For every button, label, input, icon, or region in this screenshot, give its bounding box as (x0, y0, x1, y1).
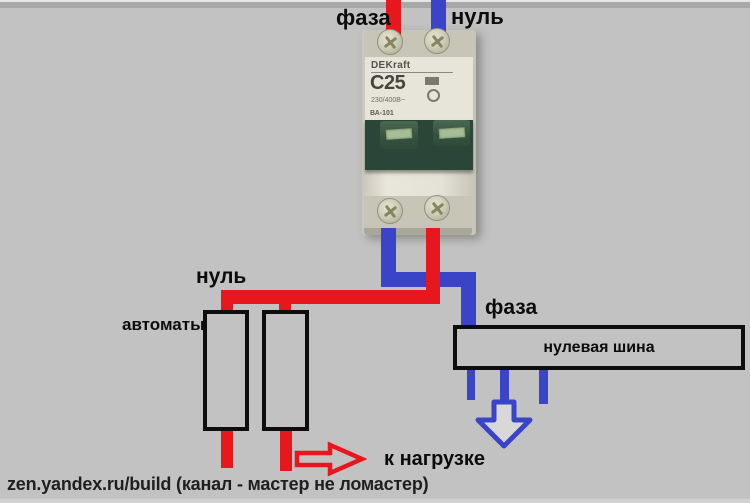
red-stub-to-box1 (221, 302, 233, 312)
breaker-rating: C25 (370, 72, 406, 94)
bus-output-wire-2 (500, 368, 509, 401)
terminal-screw-bottom-left (377, 198, 403, 224)
terminal-screw-bottom-right (424, 195, 450, 221)
breaker-bottom-edge (364, 228, 472, 235)
bus-output-wire-1 (467, 368, 475, 400)
label-to-load: к нагрузке (384, 448, 485, 470)
red-wire-vertical-from-breaker (426, 228, 440, 304)
label-phase-mid: фаза (485, 296, 538, 319)
toggle-handle-left (380, 121, 418, 149)
label-neutral-mid: нуль (196, 265, 247, 288)
red-stub-below-box1 (221, 430, 233, 468)
label-neutral-top: нуль (451, 4, 504, 29)
breaker-label-area: DEKraft C25 230/400В~ ВА-101 (365, 57, 473, 121)
right-arrow-icon (294, 441, 367, 477)
blue-wire-vertical-to-bus (461, 272, 476, 328)
top-edge-shade (0, 2, 750, 8)
red-stub-to-box2 (279, 302, 291, 312)
watermark-text: zen.yandex.ru/build (канал - мастер не л… (7, 474, 429, 494)
breaker-model: ВА-101 (370, 110, 394, 117)
circuit-breaker-photo: DEKraft C25 230/400В~ ВА-101 (362, 30, 476, 235)
bus-output-wire-3 (539, 368, 548, 404)
red-wire-horizontal (221, 290, 440, 304)
toggle-label-right (438, 127, 466, 139)
breaker-box-2 (262, 310, 309, 431)
toggle-label-left (385, 128, 413, 140)
terminal-screw-top-right (424, 28, 450, 54)
red-stub-below-box2 (280, 430, 292, 471)
neutral-bus-box: нулевая шина (453, 325, 745, 370)
down-arrow-icon (475, 399, 533, 449)
brand-logo-mark (425, 77, 439, 85)
label-phase-top: фаза (336, 5, 391, 30)
breaker-voltage-spec: 230/400В~ (371, 97, 406, 104)
terminal-screw-top-left (377, 29, 403, 55)
neutral-bus-label: нулевая шина (543, 338, 655, 356)
toggle-handle-right (433, 120, 470, 146)
breaker-box-1 (203, 310, 249, 431)
label-breakers: автоматы (122, 315, 205, 334)
breaker-brand: DEKraft (371, 60, 453, 73)
certification-mark-icon (427, 89, 440, 102)
breaker-toggle-band (365, 120, 473, 170)
bottom-edge-shade (0, 499, 750, 503)
top-edge-highlight (0, 0, 750, 2)
